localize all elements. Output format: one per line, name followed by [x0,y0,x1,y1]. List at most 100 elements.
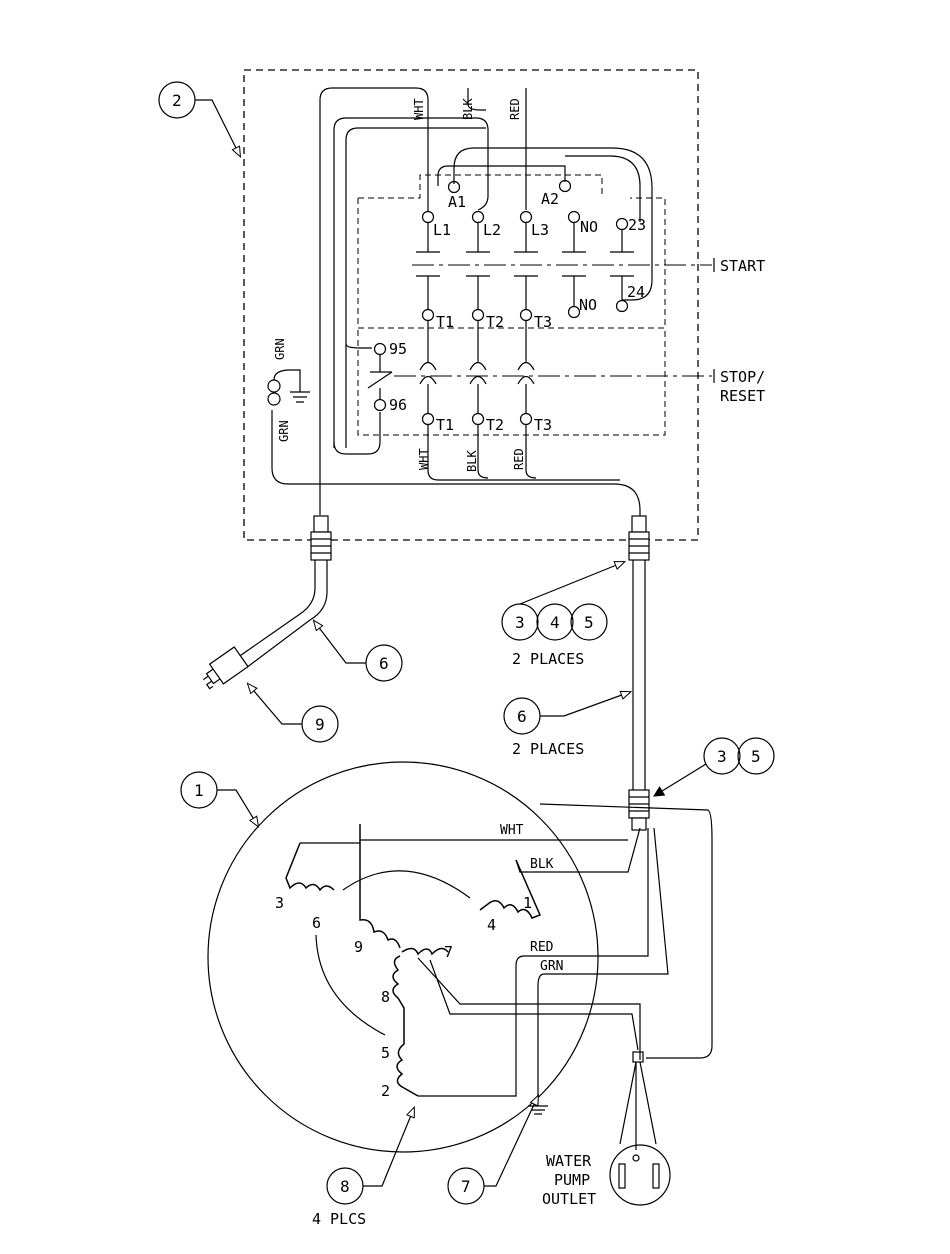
two-places-a: 2 PLACES [512,650,584,668]
text-no-top: NO [580,218,598,236]
terminal-95 [375,344,386,355]
terminal-a2 [560,181,571,192]
terminal-t1-top [423,310,434,321]
terminal-no-bottom [569,307,580,318]
outlet-label-1: WATER [546,1152,592,1170]
pump-cable [620,1062,656,1150]
text-95: 95 [389,340,407,358]
motor-label-wht: WHT [500,823,524,838]
cord-connector-motor [629,790,649,830]
start-label: START [720,257,765,275]
text-t2-bottom: T2 [486,416,504,434]
text-l1: L1 [433,221,451,239]
text-23: 23 [628,216,646,234]
terminal-t2-top [473,310,484,321]
leader-1 [217,790,258,826]
text-t3-bottom: T3 [534,416,552,434]
callout-4: 4 [550,613,560,632]
terminal-l2 [473,212,484,223]
motor-label-red: RED [530,940,554,955]
wire-grn-motor [272,410,640,520]
terminal-96 [375,400,386,411]
leader-8 [363,1108,414,1186]
ground-terminal-1 [268,380,280,392]
terminal-t3-top [521,310,532,321]
text-a2: A2 [541,190,559,208]
outlet-ground [633,1155,639,1161]
leader-9 [248,684,302,724]
stop-label-1: STOP/ [720,368,765,386]
wire-blk-supply [334,118,488,448]
terminal-23 [617,219,628,230]
lead-pump [430,804,712,1058]
callout-7: 7 [461,1177,471,1196]
wire-loop-95 [346,128,486,448]
terminal-l1 [423,212,434,223]
leader-6 [314,621,366,663]
motor-lead-1: 1 [523,894,532,912]
text-t2-top: T2 [486,313,504,331]
label-grn-bottom: GRN [277,420,291,442]
callout-9: 9 [315,715,325,734]
terminal-t3-bottom [521,414,532,425]
overload-heaters [420,320,534,414]
outlet-label-3: OUTLET [542,1190,596,1208]
callout-6b: 6 [517,707,527,726]
text-t1-top: T1 [436,313,454,331]
label-grn-top: GRN [273,338,287,360]
plug [198,647,248,692]
power-cord [234,560,327,668]
leader-2 [195,100,240,156]
label-red-top: RED [508,98,522,120]
outlet-slot-left [619,1164,625,1188]
terminal-24 [617,301,628,312]
outlet-slot-right [653,1164,659,1188]
callout-3: 3 [515,613,525,632]
text-24: 24 [627,283,645,301]
terminal-t1-bottom [423,414,434,425]
leader-6b [540,692,630,716]
leader-35 [654,764,706,796]
text-t3-top: T3 [534,313,552,331]
lead-wht [300,840,628,843]
label-red-bottom: RED [512,448,526,470]
motor-lead-3: 3 [275,894,284,912]
terminal-t2-bottom [473,414,484,425]
label-wht-bottom: WHT [417,448,431,470]
leader-345 [520,562,624,604]
motor-windings [286,824,540,1096]
pump-junction [633,1052,643,1062]
wire-96-return [334,412,380,454]
cord-connector-right [629,516,649,560]
ground-terminal-2 [268,393,280,405]
callout-1: 1 [194,781,204,800]
two-places-b: 2 PLACES [512,740,584,758]
leader-7 [484,1096,538,1186]
text-no-bottom: NO [579,296,597,314]
outlet-label-2: PUMP [554,1171,590,1189]
motor-lead-9: 9 [354,938,363,956]
callout-5b: 5 [751,747,761,766]
terminal-no-top [569,212,580,223]
wire-95-return [346,344,372,348]
motor-lead-6: 6 [312,914,321,932]
label-wht-top: WHT [412,98,426,120]
callout-6: 6 [379,654,389,673]
text-a1: A1 [448,193,466,211]
motor-lead-4: 4 [487,916,496,934]
text-l2: L2 [483,221,501,239]
callout-2: 2 [172,91,182,110]
motor-housing [208,762,598,1152]
motor-label-grn: GRN [540,959,563,974]
callout-8: 8 [340,1177,350,1196]
label-blk-bottom: BLK [465,450,479,472]
four-plcs: 4 PLCS [312,1210,366,1228]
motor-lead-2: 2 [381,1082,390,1100]
wire-coil-a2 [438,156,640,222]
terminal-l3 [521,212,532,223]
label-blk-top: BLK [461,98,475,120]
text-96: 96 [389,396,407,414]
stop-label-2: RESET [720,387,765,405]
motor-lead-5: 5 [381,1044,390,1062]
